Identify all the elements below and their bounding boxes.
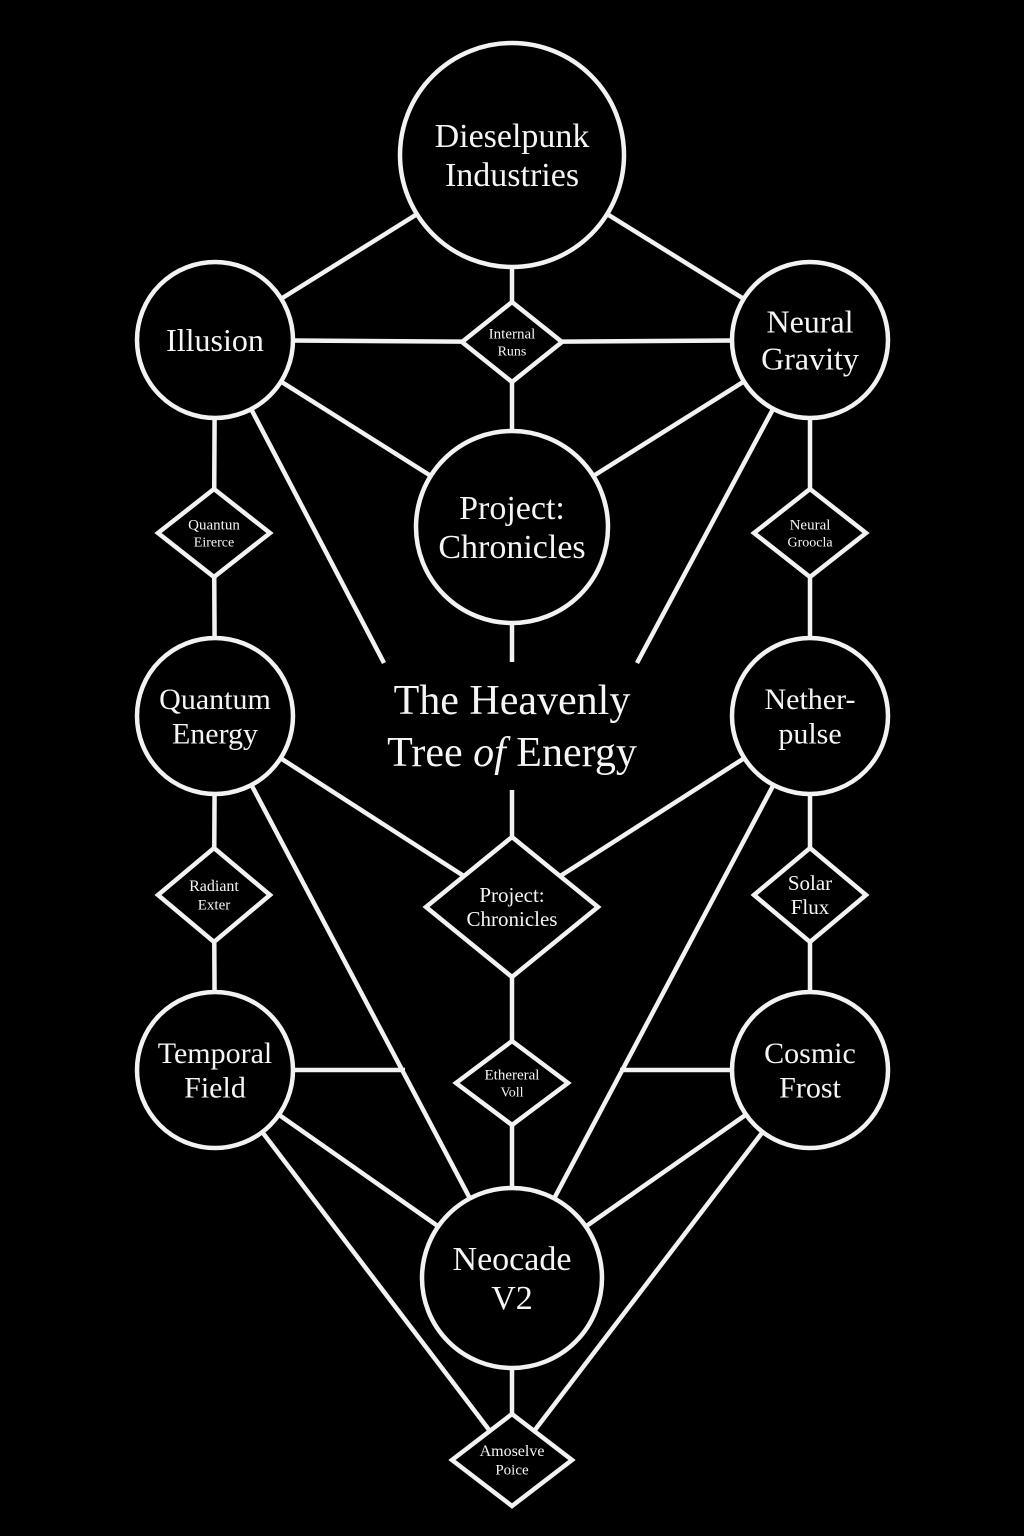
title-line-2-pre: Tree <box>387 730 473 776</box>
node-label-line: Neural <box>766 303 853 339</box>
edges-layer <box>211 212 813 1433</box>
title-line-2-ital: of <box>473 730 511 776</box>
node-label-line: Field <box>184 1071 246 1104</box>
node-label-line: Cosmic <box>764 1037 856 1070</box>
node-label-line: Nether- <box>764 683 855 716</box>
node-label-line: pulse <box>778 717 841 750</box>
edge-internal-runs-to-neural-gravity <box>561 338 733 344</box>
node-label-line: Neocade <box>453 1241 572 1278</box>
node-label-line: Groocla <box>787 536 833 551</box>
edge-quantum-energy-to-neocade-v2 <box>249 783 472 1200</box>
edge-illusion-to-title-left <box>249 408 386 665</box>
node-label-line: Poice <box>495 1463 529 1479</box>
circle-shape <box>729 635 891 797</box>
node-label-line: Project: <box>479 883 544 907</box>
circle-shape <box>134 989 296 1151</box>
node-label-line: Dieselpunk <box>435 118 590 155</box>
node-label-line: Voll <box>500 1086 523 1101</box>
node-label-line: Eirerce <box>194 536 234 551</box>
node-label-line: Exter <box>198 898 230 914</box>
node-label-line: Neural <box>790 517 831 533</box>
diamond-shape <box>154 486 274 580</box>
nodes-layer: DieselpunkIndustriesIllusionNeuralGravit… <box>134 40 891 1509</box>
node-label-line: V2 <box>491 1280 533 1317</box>
node-label-line: Frost <box>779 1071 841 1104</box>
node-label-line: Illusion <box>166 322 264 358</box>
diamond-shape <box>750 486 870 580</box>
node-label-line: Energy <box>172 717 258 750</box>
circle-shape <box>134 635 296 797</box>
circle-node-netherpulse: Nether-pulse <box>729 635 891 797</box>
diamond-shape <box>448 1411 576 1509</box>
diamond-node-project-chronicles-diamond: Project:Chronicles <box>422 834 602 980</box>
diamond-shape <box>154 845 274 945</box>
node-label-line: Quantum <box>159 683 271 716</box>
diamond-shape <box>452 1038 572 1128</box>
circle-shape <box>134 259 296 421</box>
edge-neural-gravity-to-project-chronicles-circle <box>592 379 746 478</box>
title-line-2-post: Energy <box>506 730 637 776</box>
edge-temporal-field-to-neocade-v2 <box>277 1112 440 1229</box>
edge-cosmic-frost-to-neocade-v2 <box>584 1112 748 1229</box>
edge-temporal-field-to-amoselve-poice <box>260 1130 492 1433</box>
circle-node-illusion: Illusion <box>134 259 296 421</box>
node-label-line: Chronicles <box>467 907 558 931</box>
node-label-line: Project: <box>459 490 565 527</box>
node-label-line: Temporal <box>158 1037 273 1070</box>
edge-illusion-to-project-chronicles-circle <box>279 379 432 478</box>
circle-node-project-chronicles-circle: Project:Chronicles <box>413 428 611 626</box>
edge-netherpulse-to-project-chronicles-diamond <box>558 756 746 879</box>
node-label-line: Industries <box>445 157 579 194</box>
circle-shape <box>419 1185 605 1371</box>
diamond-shape <box>422 834 602 980</box>
node-label-line: Quantun <box>188 517 240 533</box>
node-label-line: Ethereral <box>485 1067 540 1083</box>
title-line-1: The Heavenly <box>394 678 631 724</box>
node-label-line: Gravity <box>761 340 859 376</box>
edge-illusion-to-internal-runs <box>292 338 463 344</box>
diamond-shape <box>458 299 566 385</box>
node-label-line: Runs <box>498 345 527 360</box>
edge-cosmic-frost-to-amoselve-poice <box>532 1130 765 1433</box>
circle-shape <box>397 40 627 270</box>
edge-dieselpunk-to-neural-gravity <box>605 212 745 301</box>
edge-quantum-energy-to-project-chronicles-diamond <box>279 756 466 878</box>
node-label-line: Solar <box>788 871 832 895</box>
node-label-line: Amoselve <box>480 1443 545 1460</box>
edge-netherpulse-to-neocade-v2 <box>552 783 776 1200</box>
diamond-shape <box>750 845 870 945</box>
edge-dieselpunk-to-illusion <box>280 212 419 301</box>
node-label-line: Flux <box>791 895 830 919</box>
node-label-line: Radiant <box>189 878 239 895</box>
node-label-line: Internal <box>489 326 536 342</box>
diagram-title: The Heavenly Tree of Energy <box>387 678 637 776</box>
circle-shape <box>729 989 891 1151</box>
circle-shape <box>729 259 891 421</box>
node-label-line: Chronicles <box>438 529 585 566</box>
circle-shape <box>413 428 611 626</box>
edge-neural-gravity-to-title-right <box>635 407 776 665</box>
title-line-2: Tree of Energy <box>387 730 637 776</box>
